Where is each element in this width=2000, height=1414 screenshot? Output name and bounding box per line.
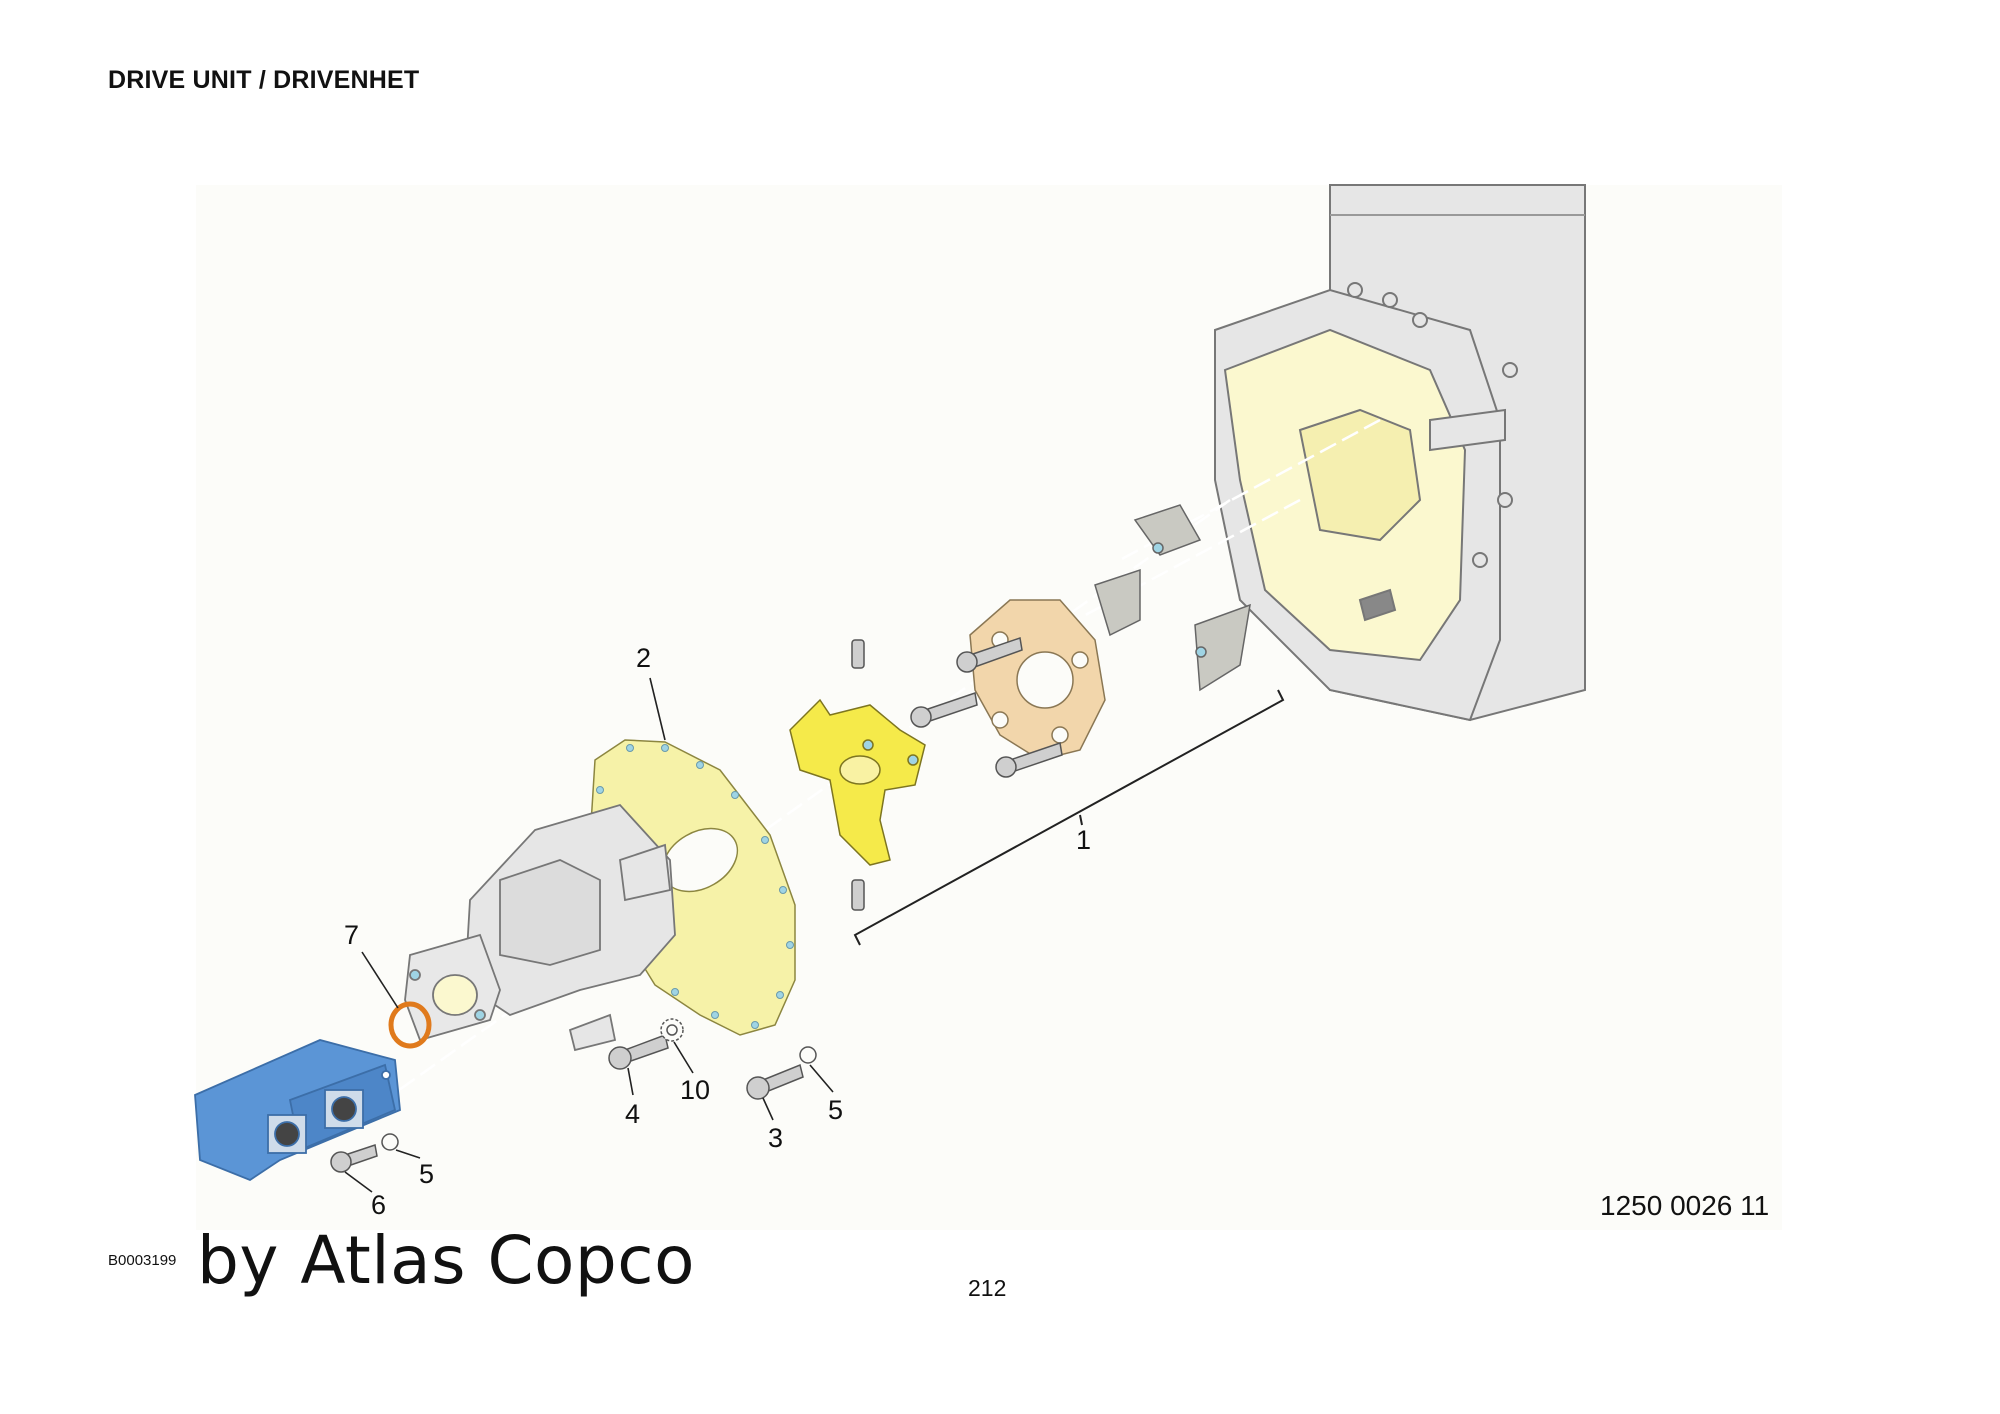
- gear-pump: [194, 1039, 401, 1182]
- page-number: 212: [968, 1275, 1007, 1301]
- page-title: DRIVE UNIT / DRIVENHET: [108, 66, 420, 94]
- callout-1: 1: [1076, 825, 1091, 855]
- callout-10: 10: [680, 1075, 710, 1105]
- flexible-coupling: [969, 599, 1106, 761]
- callout-5-left: 5: [419, 1159, 434, 1189]
- drawing-number: 1250 0026 11: [1600, 1190, 1770, 1221]
- coupling-hub: [789, 698, 926, 866]
- bolt-3: [746, 1063, 804, 1100]
- figure-code: B0003199: [108, 1252, 177, 1269]
- bolt-6: [330, 1144, 378, 1173]
- coupling-bolts: [910, 637, 1063, 778]
- callout-4: 4: [625, 1099, 640, 1129]
- o-ring: [388, 1001, 432, 1049]
- watermark: by Atlas Copco: [197, 1222, 695, 1299]
- engine-block: [1214, 184, 1586, 722]
- leader-lines: [344, 677, 834, 1193]
- washer-5: [381, 1046, 817, 1151]
- callout-6: 6: [371, 1190, 386, 1220]
- cap-screw-4: [608, 1033, 669, 1070]
- callout-5-right: 5: [828, 1095, 843, 1125]
- callout-2: 2: [636, 643, 651, 673]
- callout-7: 7: [344, 920, 359, 950]
- group-bracket: [853, 689, 1285, 946]
- hydraulic-pump: [404, 803, 676, 1052]
- set-screws: [851, 639, 865, 911]
- callout-3: 3: [768, 1123, 783, 1153]
- coupling-segments: [1094, 504, 1251, 692]
- lock-washer-10: [660, 1018, 684, 1042]
